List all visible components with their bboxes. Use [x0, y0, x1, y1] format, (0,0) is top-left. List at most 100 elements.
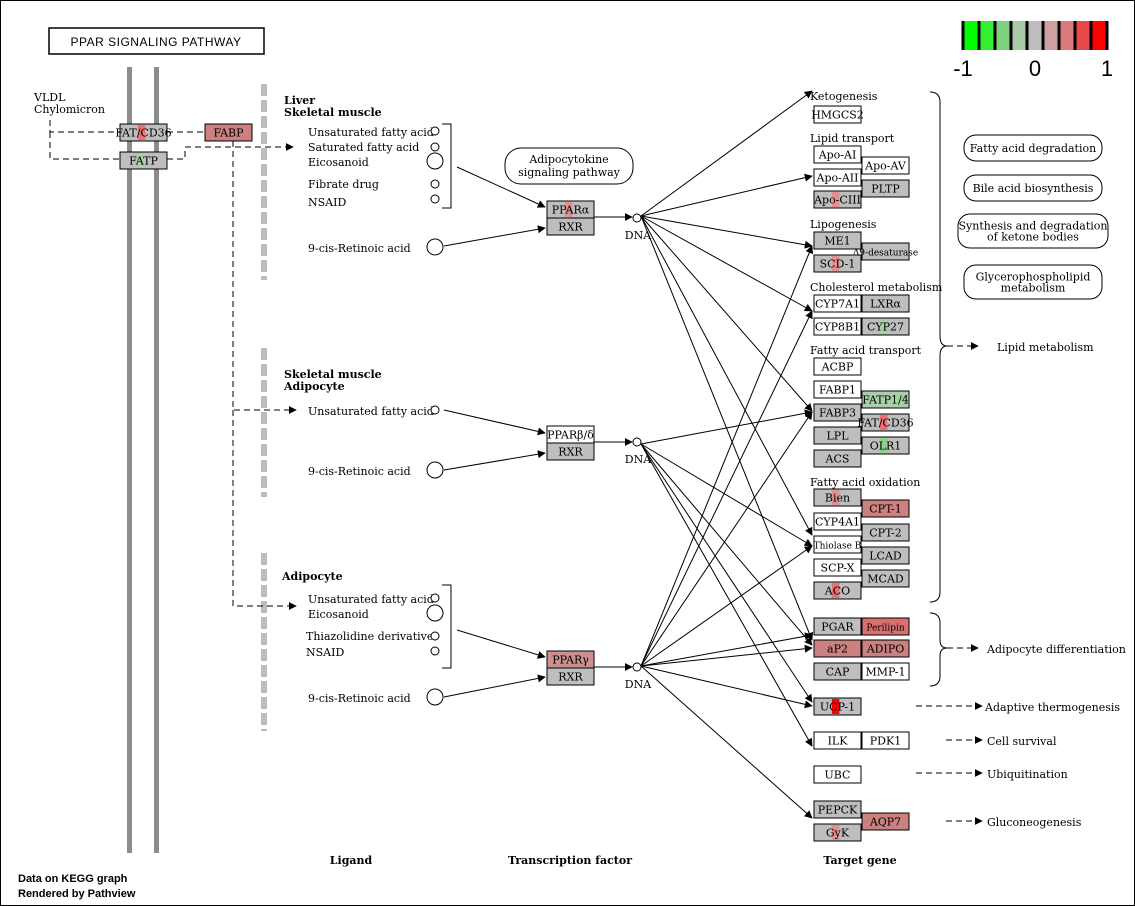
gene-9-desaturase[interactable]: Δ9-desaturase	[853, 242, 918, 261]
gene-lpl[interactable]: LPL	[813, 426, 862, 445]
tf-ppar[interactable]: PPARβ/δ	[546, 425, 595, 444]
gene-hmgcs2[interactable]: HMGCS2	[811, 105, 864, 124]
gene-pgar[interactable]: PGAR	[813, 617, 862, 636]
gene-aqp7[interactable]: AQP7	[861, 812, 910, 831]
gene-cyp8b1[interactable]: CYP8B1	[813, 317, 862, 336]
tf-ppar[interactable]: PPARγ	[546, 650, 595, 669]
compound-node[interactable]	[430, 126, 440, 136]
gene-pltp[interactable]: PLTP	[861, 179, 910, 198]
adipocytokine-line2: signaling pathway	[518, 166, 621, 179]
compound-node[interactable]	[426, 604, 444, 622]
tf-ppar[interactable]: PPARα	[546, 200, 595, 219]
compound-node[interactable]	[430, 646, 440, 656]
compound-node[interactable]	[426, 238, 444, 256]
compound-node[interactable]	[430, 142, 440, 152]
gene-fabp1[interactable]: FABP1	[813, 380, 862, 399]
gene-ilk[interactable]: ILK	[813, 731, 862, 750]
expression-segment	[831, 192, 840, 207]
edge	[640, 443, 813, 703]
gene-gyk[interactable]: GyK	[813, 823, 862, 842]
gene-ap2[interactable]: aP2	[813, 639, 862, 658]
gene-cyp4a1[interactable]: CYP4A1	[813, 512, 862, 531]
compound-node[interactable]	[426, 461, 444, 479]
gene-lcad[interactable]: LCAD	[861, 546, 910, 565]
edge	[640, 665, 813, 819]
gene-mcad[interactable]: MCAD	[861, 569, 910, 588]
tf-rxr-2[interactable]: RXR	[546, 442, 595, 461]
gene-label: UCP-1	[820, 701, 855, 714]
gene-ucp-1[interactable]: UCP-1	[813, 697, 862, 716]
edge	[167, 143, 294, 160]
group-lipogenesis: Lipogenesis	[810, 218, 877, 231]
gene-adipo[interactable]: ADIPO	[861, 639, 910, 658]
legend-swatch	[1059, 21, 1075, 50]
outcome-cell-survival: Cell survival	[987, 735, 1057, 748]
ligand-nsaid-1: NSAID	[308, 196, 346, 209]
gene-cpt-2[interactable]: CPT-2	[861, 523, 910, 542]
gene-apo-ciii[interactable]: Apo-CIII	[813, 190, 862, 209]
edge	[640, 644, 813, 667]
compound-node[interactable]	[426, 152, 444, 170]
gene-fabp3[interactable]: FABP3	[813, 403, 862, 422]
gene-mmp-1[interactable]: MMP-1	[861, 662, 910, 681]
gene-acbp[interactable]: ACBP	[813, 357, 862, 376]
compound-node[interactable]	[430, 179, 440, 189]
gene-label: FABP1	[819, 384, 856, 397]
gene-scd-1[interactable]: SCD-1	[813, 254, 862, 273]
gene-fat-cd36-membrane[interactable]: FAT/CD36	[115, 123, 172, 142]
compound-node[interactable]	[426, 688, 444, 706]
gene-olr1[interactable]: OLR1	[861, 436, 910, 455]
edge	[640, 632, 813, 667]
gene-label: aP2	[827, 643, 848, 656]
map-fatty-acid-degradation[interactable]: Fatty acid degradation	[963, 134, 1103, 162]
legend-mid-label: 0	[1029, 56, 1041, 81]
ligand-eicosanoid-3: Eicosanoid	[308, 608, 369, 621]
gene-fatp1-4[interactable]: FATP1/4	[861, 390, 910, 409]
gene-cap[interactable]: CAP	[813, 662, 862, 681]
gene-cyp7a1[interactable]: CYP7A1	[813, 294, 862, 313]
gene-fabp-cytosol[interactable]: FABP	[204, 123, 253, 142]
gene-pepck[interactable]: PEPCK	[813, 800, 862, 819]
gene-lxr[interactable]: LXRα	[861, 294, 910, 313]
gene-bien[interactable]: Bien	[813, 488, 862, 507]
gene-apo-aii[interactable]: Apo-AII	[813, 168, 862, 187]
gene-fatp-membrane[interactable]: FATP	[119, 151, 168, 170]
gene-label: HMGCS2	[811, 109, 864, 122]
gene-fat-cd36[interactable]: FAT/CD36	[857, 413, 914, 432]
gene-cyp27[interactable]: CYP27	[861, 317, 910, 336]
tf-rxr-3[interactable]: RXR	[546, 667, 595, 686]
gene-perilipin[interactable]: Perilipin	[861, 617, 910, 636]
adipocytokine-pathway-link[interactable]: Adipocytokine signaling pathway	[504, 147, 634, 185]
ligand-tzd: Thiazolidine derivative	[306, 630, 433, 643]
gene-acs[interactable]: ACS	[813, 449, 862, 468]
gene-apo-ai[interactable]: Apo-AI	[813, 145, 862, 164]
edge	[640, 215, 813, 412]
ligand-sat-fa: Saturated fatty acid	[308, 141, 419, 154]
gene-aco[interactable]: ACO	[813, 581, 862, 600]
ligand-retinoic-1: 9-cis-Retinoic acid	[308, 242, 411, 255]
gene-thiolase-b[interactable]: Thiolase B	[813, 535, 862, 554]
edge	[640, 409, 813, 445]
gene-label: Apo-AII	[816, 172, 859, 185]
gene-scp-x[interactable]: SCP-X	[813, 558, 862, 577]
map-bile-acid-biosynthesis[interactable]: Bile acid biosynthesis	[963, 174, 1103, 202]
tf-rxr-1[interactable]: RXR	[546, 217, 595, 236]
gene-ubc[interactable]: UBC	[813, 765, 862, 784]
compound-node[interactable]	[430, 593, 440, 603]
gene-cpt-1[interactable]: CPT-1	[861, 499, 910, 518]
expression-segment	[831, 490, 840, 505]
compound-node[interactable]	[430, 631, 440, 641]
gene-me1[interactable]: ME1	[813, 231, 862, 250]
compound-node[interactable]	[430, 405, 440, 415]
gene-label: MMP-1	[865, 666, 905, 679]
gene-apo-av[interactable]: Apo-AV	[861, 156, 910, 175]
compound-node[interactable]	[430, 194, 440, 204]
edge	[456, 629, 546, 659]
gene-label: Δ9-desaturase	[853, 249, 918, 259]
gene-pdk1[interactable]: PDK1	[861, 731, 910, 750]
gene-label: LPL	[826, 430, 849, 443]
